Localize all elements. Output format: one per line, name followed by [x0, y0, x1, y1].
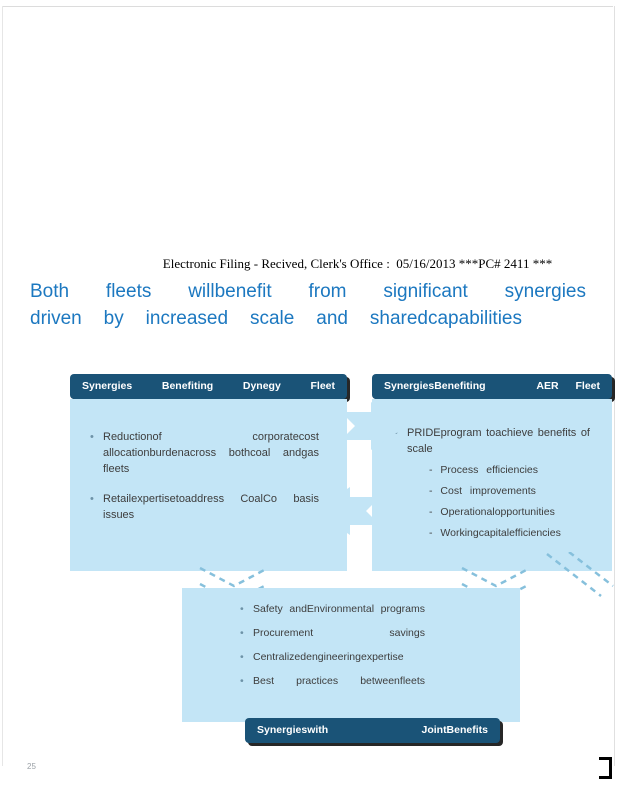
bullet-item: Procurement savings	[240, 626, 425, 641]
bullet-icon	[240, 602, 253, 617]
bullet-text: PRIDEprogram toachieve benefits of scale	[407, 427, 590, 455]
bullet-item: PRIDEprogram toachieve benefits of scale	[394, 425, 590, 457]
bullet-item: Safety andEnvironmental programs	[240, 602, 425, 617]
right-synergy-panel: PRIDEprogram toachieve benefits of scale…	[372, 399, 612, 571]
bullet-item: Retailexpertisetoaddress CoalCo basis is…	[90, 491, 319, 523]
bullet-item: Centralizedengineeringexpertise	[240, 650, 425, 665]
right-panel-header-right: AER Fleet	[536, 380, 600, 392]
slide-title: Both fleets willbenefit from significant…	[30, 278, 586, 332]
bullet-text: Best practices betweenfleets	[253, 675, 425, 687]
page-number: 25	[27, 762, 36, 771]
slide-title-line-2: driven by increased scale and sharedcapa…	[30, 308, 522, 329]
right-panel-header-left: SynergiesBenefiting	[384, 380, 486, 392]
sub-bullet-item: - Operationalopportunities	[429, 506, 555, 518]
filing-header: Electronic Filing - Recived, Clerk's Off…	[162, 256, 553, 271]
bullet-text: Retailexpertisetoaddress CoalCo basis is…	[103, 493, 319, 521]
bullet-item: Best practices betweenfleets	[240, 674, 425, 689]
bullet-icon	[240, 626, 253, 641]
joint-benefits-panel: Safety andEnvironmental programs Procure…	[182, 588, 520, 722]
page-edge-left	[2, 6, 3, 766]
page-edge-top	[3, 6, 613, 7]
left-panel-header-bar: Synergies Benefiting Dynegy Fleet	[70, 374, 347, 399]
bullet-item: Reductionof corporatecost allocationburd…	[90, 429, 319, 477]
bullet-text: Centralizedengineeringexpertise	[253, 651, 404, 663]
arrow-right-icon	[341, 402, 407, 450]
bullet-icon	[90, 491, 103, 523]
sub-bullet-item: - Workingcapitalefficiencies	[429, 527, 561, 539]
page-edge-right	[614, 6, 615, 766]
sub-bullet-item: - Cost improvements	[429, 485, 536, 497]
bullet-text: Safety andEnvironmental programs	[253, 603, 425, 615]
bullet-icon	[240, 650, 253, 665]
arrow-left-icon	[314, 487, 380, 535]
joint-benefits-header-bar: Synergieswith JointBenefits	[245, 718, 500, 743]
bullet-icon	[240, 674, 253, 689]
left-synergy-panel: Reductionof corporatecost allocationburd…	[70, 399, 347, 571]
sub-bullet-item: - Process efficiencies	[429, 464, 539, 476]
bullet-text: Reductionof corporatecost allocationburd…	[103, 431, 319, 475]
dashed-connector-icon	[545, 552, 615, 600]
bullet-text: Procurement savings	[253, 627, 425, 639]
right-panel-header-bar: SynergiesBenefiting AER Fleet	[372, 374, 612, 399]
bullet-icon	[90, 429, 103, 477]
slide-title-line-1: Both fleets willbenefit from significant…	[30, 281, 586, 302]
corner-mark	[599, 757, 612, 779]
